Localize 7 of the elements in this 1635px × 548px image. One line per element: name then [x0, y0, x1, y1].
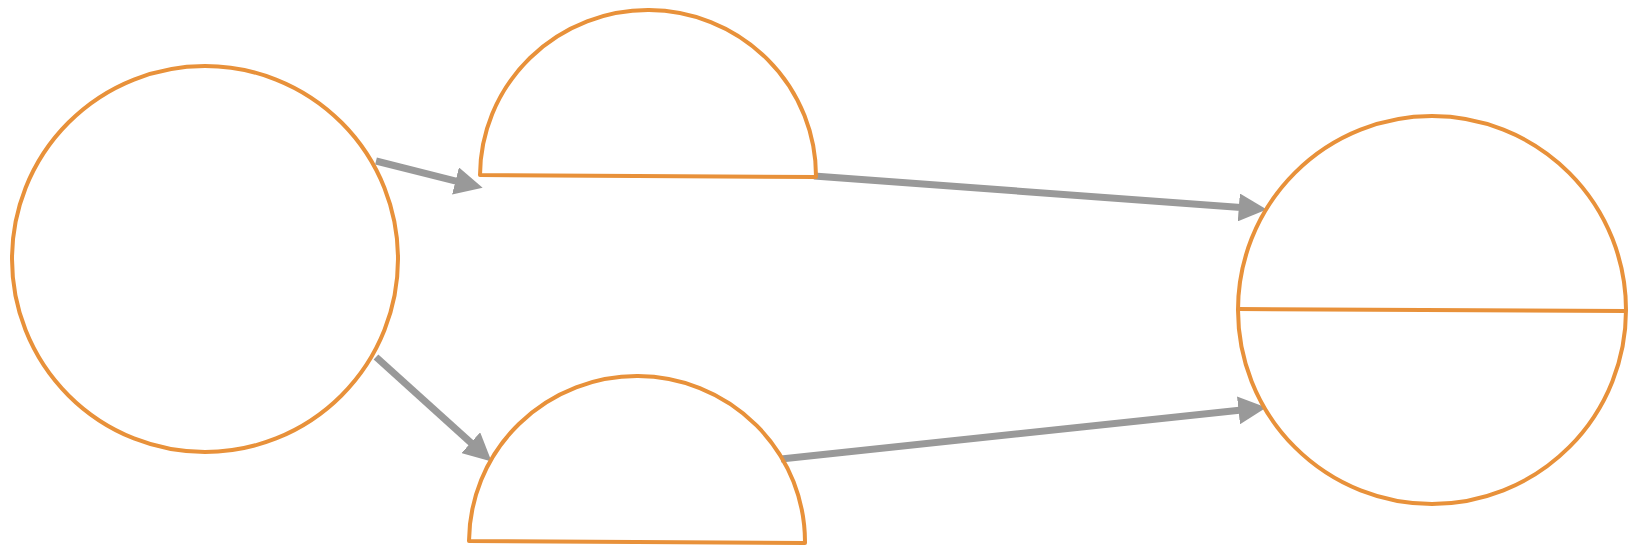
arrow [813, 172, 1267, 222]
arrow [375, 157, 483, 195]
circle-node [1236, 114, 1628, 506]
semicircle-node [478, 8, 818, 178]
semicircle-node [467, 374, 807, 544]
arrow [373, 354, 492, 462]
circle-node [10, 64, 400, 454]
